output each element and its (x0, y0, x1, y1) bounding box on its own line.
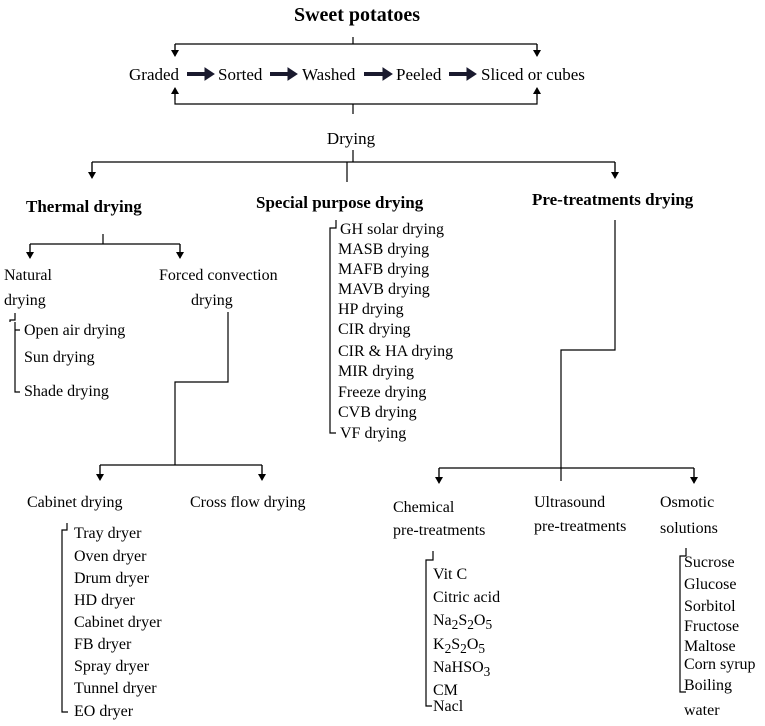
osmotic-item: Sorbitol (684, 598, 736, 615)
special-item: MAVB drying (338, 281, 430, 298)
cabinet-item: Tunnel dryer (74, 680, 157, 697)
special-item: HP drying (338, 301, 404, 318)
special-bracket (329, 220, 337, 434)
special-item: CIR & HA drying (338, 343, 454, 360)
chain-arrows (187, 67, 477, 81)
natural-bracket (9, 313, 20, 393)
cabinet-bracket (61, 523, 68, 713)
chemical-item-k2s2o5: K2S2O5 (433, 636, 486, 657)
natural-item: Sun drying (24, 349, 95, 366)
special-item: Freeze drying (338, 384, 427, 401)
cabinet-item: Tray dryer (74, 525, 142, 542)
ultrasound-line1: Ultrasound (534, 494, 606, 511)
brace-top (174, 37, 538, 54)
thermal-brace (29, 234, 181, 256)
step-peeled: Peeled (396, 65, 442, 84)
cross-flow-drying-node: Cross flow drying (190, 494, 306, 511)
special-item: MIR drying (338, 363, 414, 380)
step-graded: Graded (129, 65, 180, 84)
cabinet-item: Oven dryer (74, 548, 147, 565)
chemical-bracket (425, 551, 434, 707)
pretreat-line (438, 220, 695, 481)
drying-branch (91, 150, 616, 182)
brace-bottom (174, 90, 538, 114)
special-item: VF drying (340, 425, 407, 442)
cabinet-drying-node: Cabinet drying (27, 494, 123, 511)
cabinet-item: Spray dryer (74, 658, 150, 675)
chemical-line1: Chemical (393, 499, 455, 516)
forced-convection-line1: Forced convection (159, 267, 278, 284)
special-item: CIR drying (338, 321, 411, 338)
cabinet-item: Cabinet dryer (74, 614, 162, 631)
osmotic-item: Fructose (684, 618, 740, 635)
chemical-item-citric: Citric acid (433, 589, 501, 606)
special-item: CVB drying (338, 404, 417, 421)
osmotic-line1: Osmotic (660, 494, 715, 511)
chemical-item-vitc: Vit C (433, 566, 468, 583)
cabinet-item: Drum dryer (74, 570, 150, 587)
osmotic-item: Maltose (684, 638, 736, 655)
ultrasound-line2: pre-treatments (534, 518, 627, 535)
chemical-item-nacl: Nacl (433, 698, 464, 715)
drying-node: Drying (326, 129, 376, 148)
thermal-drying-heading: Thermal drying (26, 197, 142, 216)
osmotic-bracket (679, 548, 687, 693)
chemical-item-na2s2o5: Na2S2O5 (433, 612, 493, 633)
chemical-item-nahso3: NaHSO3 (433, 659, 491, 680)
natural-item: Open air drying (24, 322, 126, 339)
special-item: MASB drying (338, 241, 430, 258)
step-sorted: Sorted (218, 65, 263, 84)
special-item: GH solar drying (340, 221, 444, 238)
step-washed: Washed (302, 65, 356, 84)
osmotic-line2: solutions (660, 520, 718, 537)
natural-drying-line2: drying (4, 292, 46, 309)
chemical-line2: pre-treatments (393, 522, 486, 539)
cabinet-item: HD dryer (74, 592, 135, 609)
osmotic-item: Corn syrup (684, 656, 756, 673)
osmotic-item: Boiling (684, 677, 733, 694)
cabinet-item: FB dryer (74, 636, 132, 653)
special-drying-heading: Special purpose drying (256, 193, 424, 212)
cabinet-item: EO dryer (74, 703, 134, 720)
forced-convection-line2: drying (191, 292, 233, 309)
osmotic-item: water (684, 702, 720, 719)
chemical-item-cm: CM (433, 682, 458, 699)
osmotic-item: Sucrose (684, 554, 735, 571)
special-item: MAFB drying (338, 261, 430, 278)
osmotic-item: Glucose (684, 576, 737, 593)
step-sliced: Sliced or cubes (481, 65, 585, 84)
natural-item: Shade drying (24, 383, 109, 400)
root-title: Sweet potatoes (293, 4, 421, 26)
pretreatment-drying-heading: Pre-treatments drying (532, 190, 694, 209)
natural-drying-line1: Natural (4, 267, 52, 284)
